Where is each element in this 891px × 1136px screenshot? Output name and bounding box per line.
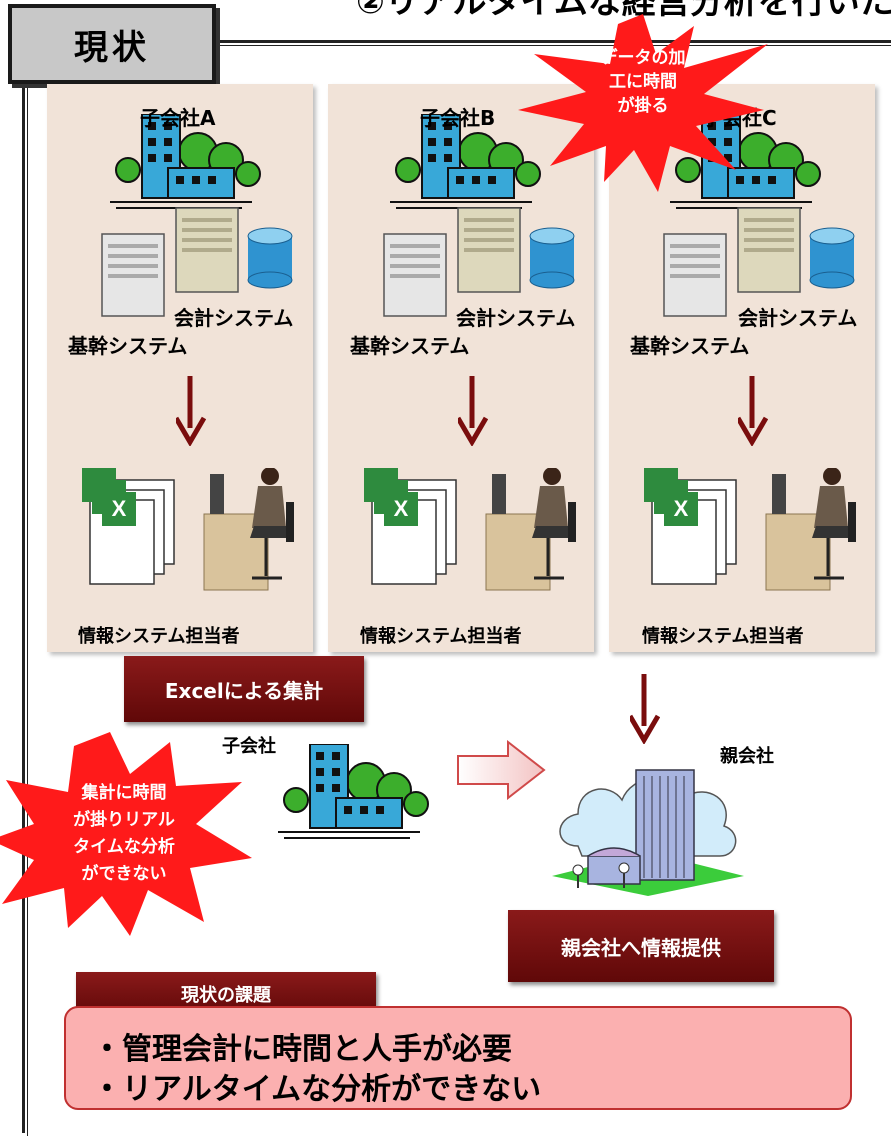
subsidiary-a-label: 子会社A — [140, 106, 216, 130]
page-title: ②リアルタイムな経営分析を行いた — [356, 0, 891, 22]
excel-staff-icon — [644, 468, 858, 592]
burst-left-line: ができない — [81, 864, 167, 884]
status-tab: 現状 — [8, 4, 216, 84]
burst-left-text: 集計に時間 が掛りリアル タイムな分析 ができない — [38, 780, 210, 888]
accounting-system-label: 会計システム — [456, 306, 576, 330]
staff-label: 情報システム担当者 — [360, 626, 522, 647]
arrow-down-icon — [630, 674, 660, 744]
issue-item: ・リアルタイムな分析ができない — [92, 1072, 542, 1107]
staff-label: 情報システム担当者 — [78, 626, 240, 647]
burst-left-line: 集計に時間 — [81, 783, 167, 803]
burst-left-line: が掛りリアル — [73, 810, 175, 830]
subsidiary-b-label: 子会社B — [420, 106, 496, 130]
core-system-label: 基幹システム — [350, 334, 470, 358]
burst-top-text: データの加 工に時間 が掛る — [538, 46, 748, 118]
arrow-down-icon — [176, 376, 206, 446]
staff-label: 情報システム担当者 — [642, 626, 804, 647]
parent-company-label: 親会社 — [720, 746, 774, 767]
excel-staff-icon — [82, 468, 296, 592]
excel-staff-icon — [364, 468, 578, 592]
core-system-label: 基幹システム — [68, 334, 188, 358]
issue-item: ・管理会計に時間と人手が必要 — [92, 1032, 512, 1067]
outer-frame — [22, 40, 891, 1133]
burst-top-line: データの加 — [600, 48, 686, 68]
inner-frame — [27, 45, 891, 1136]
burst-callout-top — [518, 14, 768, 192]
burst-callout-left — [0, 732, 252, 936]
burst-top-line: 工に時間 — [609, 72, 677, 92]
core-system-label: 基幹システム — [630, 334, 750, 358]
excel-aggregation-button[interactable]: Excelによる集計 — [124, 656, 364, 722]
accounting-system-label: 会計システム — [174, 306, 294, 330]
accounting-system-label: 会計システム — [738, 306, 858, 330]
parent-company-building-icon — [552, 769, 744, 896]
burst-left-line: タイムな分析 — [73, 837, 175, 857]
parent-info-button[interactable]: 親会社へ情報提供 — [508, 910, 774, 982]
arrow-down-icon — [738, 376, 768, 446]
arrow-down-icon — [458, 376, 488, 446]
issues-callout — [64, 1006, 852, 1110]
building-icon — [277, 744, 429, 839]
subsidiary-label: 子会社 — [222, 736, 276, 757]
burst-top-line: が掛る — [617, 96, 669, 116]
hollow-arrow-right-icon — [457, 740, 546, 800]
